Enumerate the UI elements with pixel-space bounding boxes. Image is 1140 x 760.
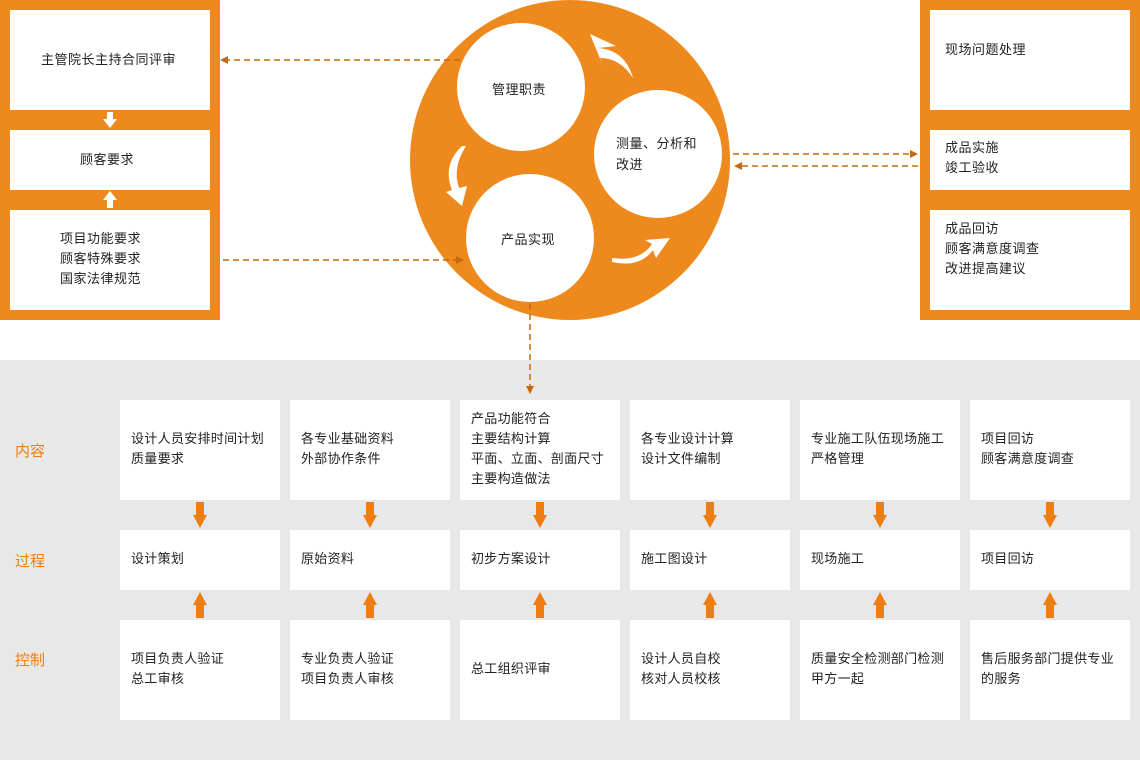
table-cell-line: 核对人员校核 — [641, 672, 721, 687]
left-arrow-up-icon — [103, 191, 117, 208]
table-cell-line: 项目负责人审核 — [301, 672, 395, 687]
right-box-3-line-3: 改进提高建议 — [945, 262, 1027, 277]
table-cell-line: 各专业设计计算 — [641, 432, 735, 447]
table-cell-line: 质量安全检测部门检测 — [811, 652, 945, 667]
table-cell-content: 设计人员安排时间计划质量要求 — [120, 400, 280, 500]
table-cell-line: 设计人员自校 — [641, 652, 721, 667]
arrow-up-icon — [873, 592, 887, 618]
table-cell-line: 专业负责人验证 — [301, 652, 395, 667]
arrow-up-icon — [533, 592, 547, 618]
table-cell-content: 产品功能符合主要结构计算平面、立面、剖面尺寸主要构造做法 — [460, 400, 620, 500]
table-cell-line: 总工审核 — [131, 672, 185, 687]
arrow-up-icon — [193, 592, 207, 618]
table-cell-process: 原始资料 — [290, 530, 450, 590]
row-label-content: 内容 — [15, 442, 46, 460]
table-cell-line: 各专业基础资料 — [301, 432, 395, 447]
right-box-1-line-1: 现场问题处理 — [945, 43, 1027, 58]
table-cell-content: 各专业设计计算设计文件编制 — [630, 400, 790, 500]
table-cell-process: 设计策划 — [120, 530, 280, 590]
table-cell-line: 专业施工队伍现场施工 — [811, 432, 945, 447]
right-box-2-line-2: 竣工验收 — [945, 161, 1000, 176]
table-cell-line: 原始资料 — [301, 552, 355, 567]
table-cell-line: 设计策划 — [131, 552, 185, 567]
table-cell-line: 严格管理 — [811, 452, 865, 467]
left-box-1-line-1: 主管院长主持合同评审 — [41, 53, 177, 68]
left-box-2-line-1: 顾客要求 — [80, 153, 135, 168]
table-cell-line: 主要构造做法 — [471, 472, 551, 487]
table-cell-content: 各专业基础资料外部协作条件 — [290, 400, 450, 500]
table-cell-line: 施工图设计 — [641, 552, 708, 567]
table-cell-line: 项目回访 — [981, 552, 1035, 567]
circle-measurement — [594, 90, 722, 218]
right-box-2-line-1: 成品实施 — [945, 141, 1000, 156]
table-cell-line: 主要结构计算 — [471, 432, 551, 447]
table-cell-line: 项目回访 — [981, 432, 1035, 447]
table-cell-line: 初步方案设计 — [471, 552, 551, 567]
row-label-control: 控制 — [15, 651, 46, 669]
left-box-contract-review: 主管院长主持合同评审 — [10, 10, 210, 110]
circle-product-label: 产品实现 — [501, 233, 556, 248]
table-cell-process: 现场施工 — [800, 530, 960, 590]
circle-management — [457, 23, 585, 151]
cycle-arrow-left-icon — [446, 146, 467, 206]
arrow-down-icon — [533, 502, 547, 528]
table-cell-line: 质量要求 — [131, 452, 185, 467]
left-box-project-requirements: 项目功能要求 顾客特殊要求 国家法律规范 — [10, 210, 210, 310]
right-box-3-line-2: 顾客满意度调查 — [945, 242, 1040, 257]
cycle-arrow-top-right-icon — [590, 34, 633, 78]
right-box-onsite-issues: 现场问题处理 — [930, 10, 1130, 110]
table-cell-control: 设计人员自校核对人员校核 — [630, 620, 790, 720]
table-cell-process: 项目回访 — [970, 530, 1130, 590]
table-cell-line: 项目负责人验证 — [131, 652, 225, 667]
left-box-3-line-2: 顾客特殊要求 — [60, 252, 142, 267]
circle-measurement-line-2: 改进 — [616, 158, 644, 173]
row-label-process: 过程 — [15, 552, 46, 570]
table-cell-line: 现场施工 — [811, 552, 865, 567]
table-cell-line: 顾客满意度调查 — [981, 452, 1075, 467]
arrow-down-icon — [193, 502, 207, 528]
table-cell-line: 平面、立面、剖面尺寸 — [471, 452, 605, 467]
table-cell-process: 初步方案设计 — [460, 530, 620, 590]
right-box-followup: 成品回访 顾客满意度调查 改进提高建议 — [930, 210, 1130, 310]
table-cell-control: 售后服务部门提供专业的服务 — [970, 620, 1130, 720]
table-cell-line: 甲方一起 — [811, 672, 865, 687]
table-cell-line: 售后服务部门提供专业 — [981, 652, 1115, 667]
table-cell-line: 设计人员安排时间计划 — [131, 432, 265, 447]
arrow-down-icon — [873, 502, 887, 528]
table-cell-control: 项目负责人验证总工审核 — [120, 620, 280, 720]
table-cell-control: 专业负责人验证项目负责人审核 — [290, 620, 450, 720]
circle-measurement-label: 测量、分析和 改进 — [616, 134, 697, 176]
table-cell-line: 设计文件编制 — [641, 452, 721, 467]
table-cell-process: 施工图设计 — [630, 530, 790, 590]
table-cell-line: 外部协作条件 — [301, 452, 381, 467]
arrow-up-icon — [703, 592, 717, 618]
cycle-arrow-bottom-right-icon — [612, 238, 670, 264]
left-box-customer-requirements: 顾客要求 — [10, 130, 210, 190]
right-box-acceptance: 成品实施 竣工验收 — [930, 130, 1130, 190]
table-cell-line: 产品功能符合 — [471, 412, 551, 427]
arrow-down-icon — [1043, 502, 1057, 528]
table-cell-content: 专业施工队伍现场施工严格管理 — [800, 400, 960, 500]
left-box-3-line-1: 项目功能要求 — [60, 232, 142, 247]
table-cell-control: 质量安全检测部门检测甲方一起 — [800, 620, 960, 720]
table-cell-line: 总工组织评审 — [471, 662, 551, 677]
arrow-up-icon — [363, 592, 377, 618]
table-cell-content: 项目回访顾客满意度调查 — [970, 400, 1130, 500]
left-arrow-down-icon — [103, 112, 117, 128]
arrow-up-icon — [1043, 592, 1057, 618]
circle-product — [466, 174, 594, 302]
table-cell-line: 的服务 — [981, 672, 1021, 687]
circle-management-label: 管理职责 — [492, 83, 547, 98]
arrow-down-icon — [703, 502, 717, 528]
circle-measurement-line-1: 测量、分析和 — [616, 137, 698, 152]
table-cell-control: 总工组织评审 — [460, 620, 620, 720]
left-box-3-line-3: 国家法律规范 — [60, 272, 142, 287]
right-box-3-line-1: 成品回访 — [945, 222, 1000, 237]
arrow-down-icon — [363, 502, 377, 528]
